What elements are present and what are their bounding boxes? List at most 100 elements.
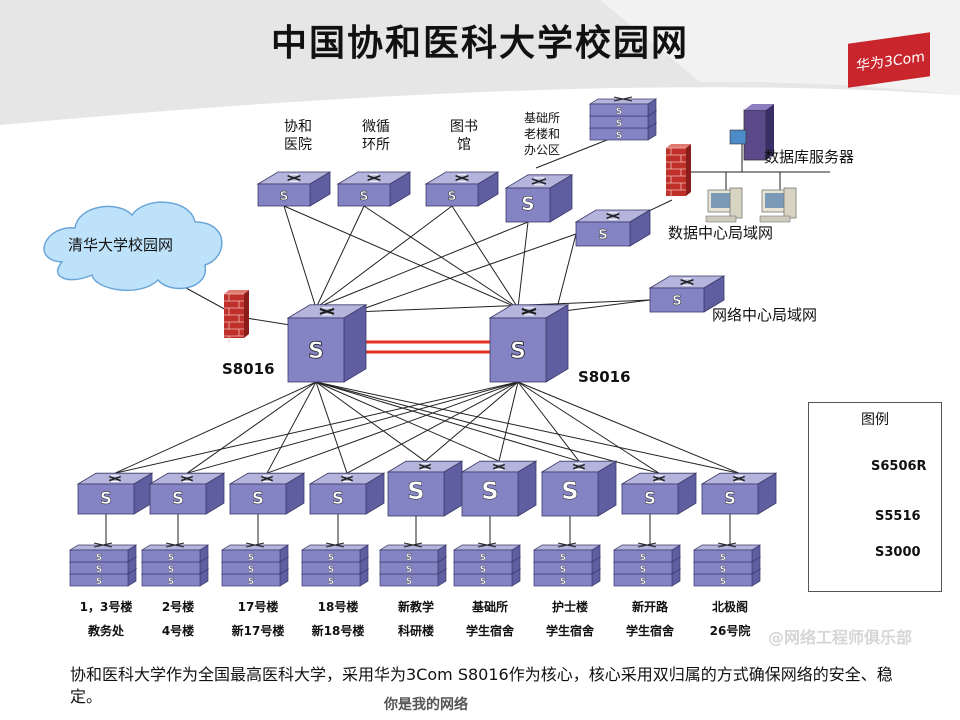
access-switch-5: S (386, 460, 464, 517)
firewall-right-icon (666, 144, 691, 197)
svg-text:S: S (96, 553, 102, 563)
core-switch-left: S (286, 304, 368, 383)
link-top-core-right (451, 205, 519, 309)
svg-text:S: S (406, 565, 412, 575)
label-db-server: 数据库服务器 (764, 148, 855, 166)
stack-switch-7: SSS (532, 542, 602, 587)
svg-text:S: S (640, 565, 646, 575)
link-top-core-left (283, 205, 317, 309)
link-top-core-right (555, 299, 651, 313)
link-top-core-right (517, 221, 529, 309)
link-top-core-right (283, 205, 519, 309)
page-title: 中国协和医科大学校园网 (270, 23, 689, 64)
svg-text:S: S (720, 577, 726, 587)
svg-text:S: S (360, 189, 369, 203)
building-label-line2: 教务处 (87, 624, 125, 638)
stack-switch-6: SSS (452, 542, 522, 587)
link-top-core-right (555, 233, 577, 313)
building-label-line2: 新17号楼 (231, 624, 285, 638)
svg-text:S: S (172, 489, 184, 508)
building-label-line1: 护士楼 (551, 600, 589, 614)
legend-title: 图例 (861, 412, 889, 428)
building-label-line2: 科研楼 (397, 624, 435, 638)
svg-text:S: S (168, 577, 174, 587)
link-top-core-left (315, 205, 453, 309)
svg-text:S: S (328, 553, 334, 563)
svg-text:S: S (448, 189, 457, 203)
svg-text:S: S (480, 577, 486, 587)
svg-text:S: S (720, 553, 726, 563)
svg-text:S: S (616, 107, 622, 117)
link-core-left-access (315, 381, 500, 462)
firewall-left-icon (224, 290, 249, 343)
stack-switch-2: SSS (140, 542, 210, 587)
building-label-line2: 学生宿舍 (625, 624, 675, 638)
svg-text:S: S (521, 194, 534, 215)
stack-switch-1: SSS (68, 542, 138, 587)
svg-text:S: S (616, 131, 622, 141)
svg-text:S: S (560, 577, 566, 587)
label-network-center: 网络中心局域网 (712, 306, 818, 324)
link-top-core-left (315, 221, 529, 309)
svg-text:S: S (280, 189, 289, 203)
building-label-line1: 1，3号楼 (79, 600, 133, 614)
building-label-line1: 18号楼 (317, 600, 359, 614)
svg-text:S: S (100, 489, 112, 508)
stack-switch-4: SSS (300, 542, 370, 587)
link-core-left-access (315, 381, 660, 474)
stack-switch-3: SSS (220, 542, 290, 587)
link-core-left-access (315, 381, 740, 474)
link-top-core-left (315, 205, 365, 309)
building-label-line2: 学生宿舍 (545, 624, 595, 638)
building-label-line2: 学生宿舍 (465, 624, 515, 638)
link-core-left-access (114, 381, 317, 474)
building-label-line2: 4号楼 (161, 624, 195, 638)
svg-text:S: S (724, 489, 736, 508)
access-switch-6: S (460, 460, 538, 517)
access-switch-8: S (620, 472, 698, 515)
stack-switch-9: SSS (692, 542, 762, 587)
link-core-left-access (266, 381, 317, 474)
link-core-right-access (114, 381, 519, 474)
svg-text:S: S (252, 489, 264, 508)
link-core-right-access (517, 381, 580, 462)
brand-logo-text: 华为3Com (856, 48, 925, 75)
link-core-right-access (266, 381, 519, 474)
switch-network-center: S (648, 275, 726, 313)
pc-icon-1 (705, 187, 743, 223)
svg-text:S: S (406, 553, 412, 563)
svg-text:S: S (560, 553, 566, 563)
access-switch-3: S (228, 472, 306, 515)
svg-text:S: S (672, 294, 682, 309)
stack-basic-uplink: SSS (588, 96, 658, 141)
core-left-label: S8016 (222, 360, 275, 378)
cloud-label: 清华大学校园网 (68, 236, 174, 254)
link-core-right-access (517, 381, 740, 474)
link-top-core-left (353, 299, 651, 313)
svg-text:S: S (328, 577, 334, 587)
svg-text:S: S (560, 565, 566, 575)
switch-data-center: S (574, 209, 652, 247)
link-basic-uplink (535, 137, 613, 169)
building-label-line1: 基础所 (471, 600, 509, 614)
pc-icon-2 (759, 187, 797, 223)
building-label-line1: 新教学 (397, 600, 435, 614)
access-switch-1: S (76, 472, 154, 515)
link-core-left-access (315, 381, 426, 462)
legend-item-s6506r: S6506R (871, 459, 927, 474)
access-switch-7: S (540, 460, 618, 517)
label-basic-institute: 基础所 老楼和 办公区 (523, 111, 560, 157)
svg-text:S: S (616, 119, 622, 129)
svg-text:S: S (96, 565, 102, 575)
building-label-line1: 北极阁 (711, 600, 749, 614)
svg-text:S: S (248, 553, 254, 563)
svg-text:S: S (644, 489, 656, 508)
svg-text:S: S (168, 565, 174, 575)
svg-text:S: S (561, 477, 578, 505)
label-data-center: 数据中心局域网 (668, 224, 774, 242)
svg-text:S: S (406, 577, 412, 587)
link-core-right-access (186, 381, 519, 474)
svg-text:S: S (407, 477, 424, 505)
